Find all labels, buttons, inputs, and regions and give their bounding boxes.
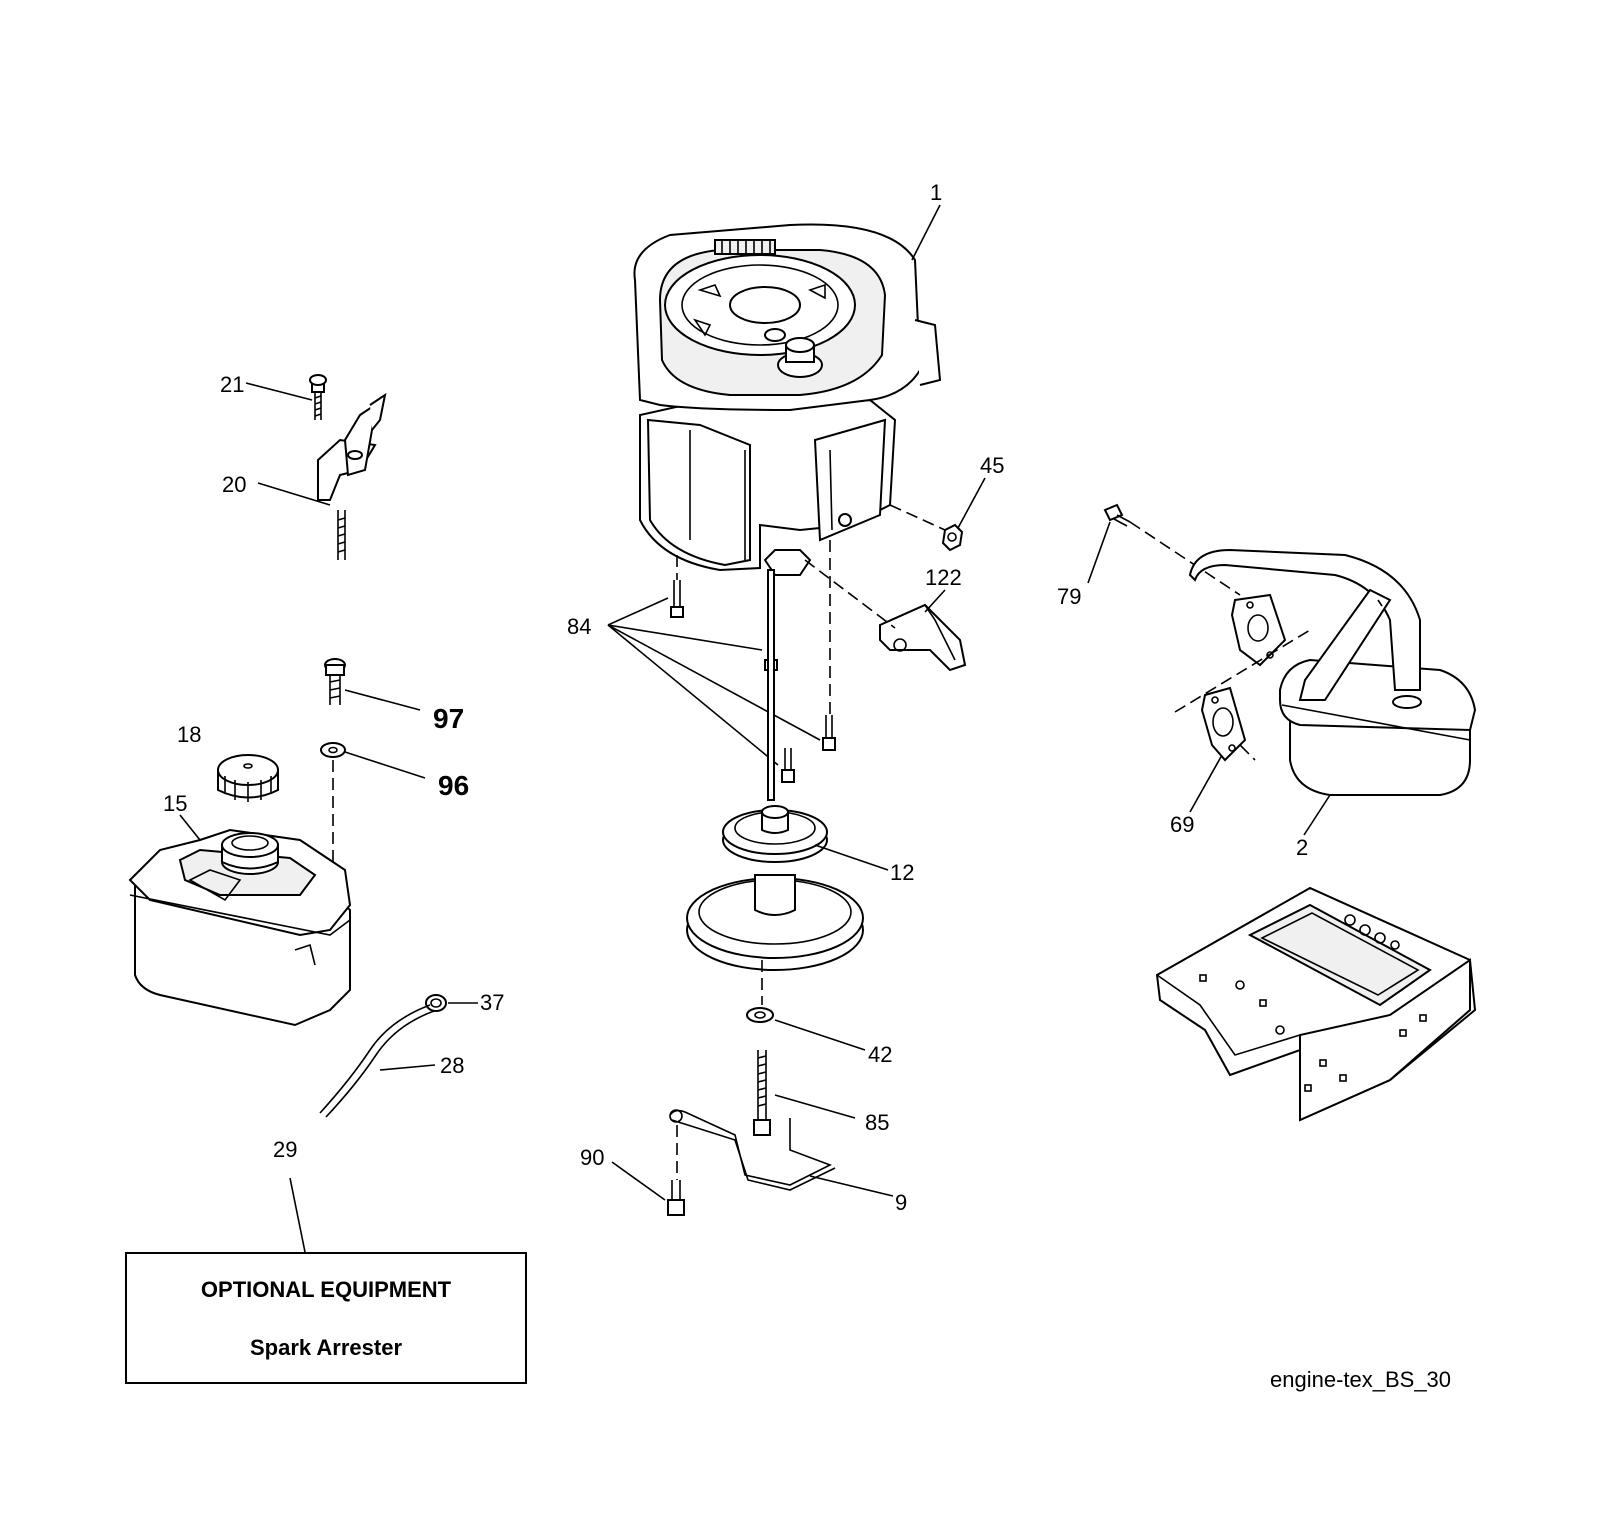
callout-37: 37	[480, 990, 504, 1015]
optional-equipment-title: OPTIONAL EQUIPMENT	[201, 1277, 452, 1302]
callout-69: 69	[1170, 812, 1194, 837]
bolt-85-part	[753, 1050, 771, 1136]
dash-69a	[1174, 629, 1311, 713]
callout-84: 84	[567, 614, 591, 639]
leader-28	[379, 1064, 436, 1071]
leader-84c	[607, 624, 821, 741]
callout-85: 85	[865, 1110, 889, 1135]
engine-mount-plate-part	[1155, 886, 1477, 1122]
leader-84d	[607, 624, 779, 766]
callout-15: 15	[163, 791, 187, 816]
nut-45-part	[941, 523, 964, 552]
optional-equipment-item: Spark Arrester	[250, 1335, 402, 1360]
dash-122	[804, 559, 896, 629]
leader-85	[774, 1094, 856, 1119]
bolt-97-part	[324, 658, 346, 705]
rod-9-part	[669, 1109, 836, 1191]
leader-21	[245, 382, 313, 401]
callout-42: 42	[868, 1042, 892, 1067]
optional-equipment-box: OPTIONAL EQUIPMENT Spark Arrester	[125, 1252, 527, 1384]
leader-84a	[607, 597, 669, 626]
leader-12	[814, 844, 889, 871]
fuel-line-28-part	[319, 1004, 435, 1118]
engine-part	[633, 223, 942, 576]
dash-45	[889, 504, 946, 531]
washer-96-part	[320, 742, 346, 758]
callout-21: 21	[220, 372, 244, 397]
drawing-code: engine-tex_BS_30	[1270, 1367, 1451, 1392]
leader-15	[179, 814, 201, 841]
leader-45	[957, 477, 986, 529]
leader-84b	[607, 624, 763, 651]
bracket-122-part	[879, 603, 967, 672]
callout-2: 2	[1296, 835, 1308, 860]
pulley-12-part	[686, 805, 864, 971]
leader-29	[289, 1177, 306, 1253]
leader-97	[344, 689, 421, 711]
bolt-79-part	[1103, 503, 1131, 527]
callout-9: 9	[895, 1190, 907, 1215]
callout-97: 97	[433, 703, 464, 734]
bolts-84-part	[670, 580, 836, 783]
throttle-control-part	[309, 374, 387, 560]
leader-42	[774, 1019, 866, 1051]
callout-96: 96	[438, 770, 469, 801]
callout-1: 1	[930, 180, 942, 205]
leader-1	[911, 204, 941, 261]
leader-79	[1087, 521, 1111, 584]
callout-79: 79	[1057, 584, 1081, 609]
fuel-tank-15-part	[128, 828, 352, 1027]
fuel-cap-18-part	[217, 754, 279, 802]
leader-2	[1303, 794, 1331, 836]
dash-79	[1129, 521, 1241, 596]
callout-28: 28	[440, 1053, 464, 1078]
muffler-2-part	[1188, 548, 1477, 796]
gasket-69-part	[1200, 686, 1247, 762]
callout-18: 18	[177, 722, 201, 747]
callout-45: 45	[980, 453, 1004, 478]
callout-122: 122	[925, 565, 962, 590]
washer-42-part	[746, 1007, 774, 1023]
bolt-90-part	[667, 1180, 685, 1216]
callout-12: 12	[890, 860, 914, 885]
leader-96	[344, 751, 426, 779]
callout-90: 90	[580, 1145, 604, 1170]
leader-122	[924, 589, 946, 613]
leader-9	[809, 1175, 894, 1197]
callout-29: 29	[273, 1137, 297, 1162]
leader-90	[611, 1161, 666, 1201]
leader-20	[257, 482, 331, 506]
leader-69	[1189, 754, 1223, 813]
clamp-37-part	[425, 994, 447, 1012]
callout-20: 20	[222, 472, 246, 497]
crankshaft-part	[767, 569, 775, 801]
